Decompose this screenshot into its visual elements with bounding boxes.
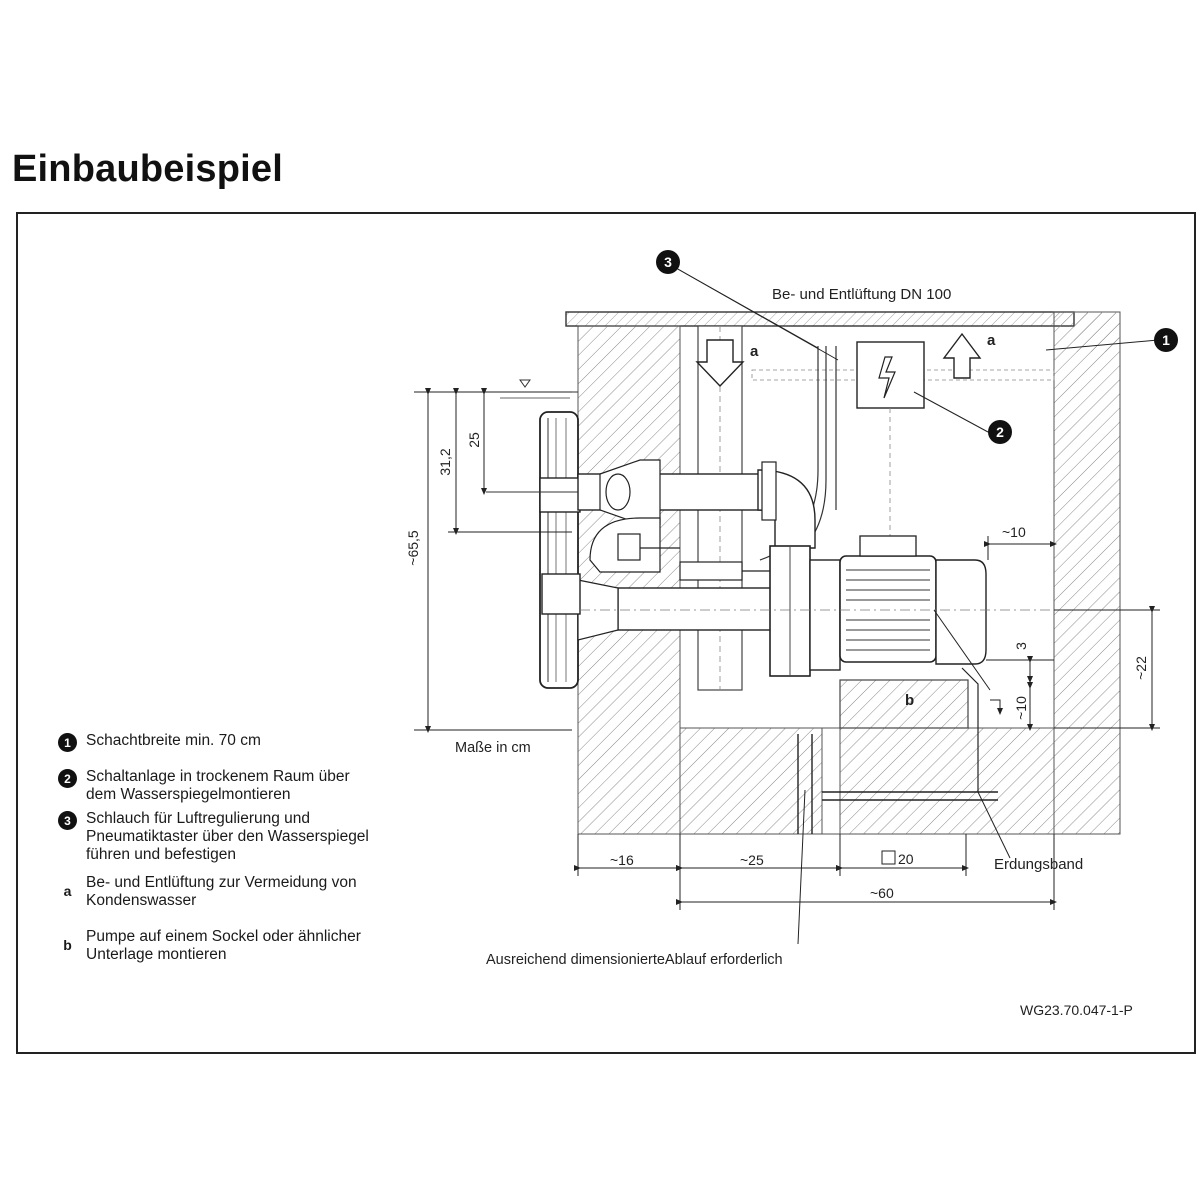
pneumatic-switch-housing <box>541 573 581 615</box>
pressure-pipe <box>617 587 773 631</box>
legend-text-line: dem Wasserspiegelmontieren <box>86 786 291 803</box>
page-title: Einbaubeispiel <box>12 148 283 190</box>
dim-3: 3 <box>1013 642 1029 650</box>
pump-motor <box>839 555 937 663</box>
vent-arrow-down <box>695 339 745 388</box>
lightning-icon <box>878 356 896 399</box>
pump-pedestal <box>839 679 969 729</box>
ground-strap-label: Erdungsband <box>994 856 1083 873</box>
legend-letter-key: a <box>63 883 72 899</box>
dim-10-low: ~10 <box>1013 696 1029 720</box>
callout-3-badge <box>656 250 680 274</box>
dim-65-5: ~65,5 <box>405 530 421 566</box>
dim-22: ~22 <box>1133 656 1149 680</box>
left-wall <box>577 325 681 835</box>
control-box <box>856 341 925 409</box>
legend-text-line: Schachtbreite min. 70 cm <box>86 732 261 749</box>
right-wall <box>1053 311 1121 835</box>
letter-b: b <box>905 692 914 709</box>
legend-number-badge: 2 <box>58 769 77 788</box>
nozzle-face-plate <box>539 411 579 689</box>
legend-number-badge: 1 <box>58 733 77 752</box>
motor-fan-cover <box>935 559 987 665</box>
dim-16: ~16 <box>610 852 634 868</box>
letter-a-left: a <box>750 343 759 360</box>
callout-1-text: 1 <box>1162 332 1170 348</box>
callout-2-badge <box>988 420 1012 444</box>
dim-25-vertical: 25 <box>466 432 482 448</box>
callout-3-text: 3 <box>664 254 672 270</box>
dim-25-horizontal: ~25 <box>740 852 764 868</box>
vent-label: Be- und Entlüftung DN 100 <box>772 286 951 303</box>
sump-pit <box>821 727 841 835</box>
dim-31-2: 31,2 <box>437 448 453 475</box>
ceiling-slab <box>565 311 1075 327</box>
drawing-id: WG23.70.047-1-P <box>1020 1002 1133 1018</box>
legend-text-line: Pumpe auf einem Sockel oder ähnlicher <box>86 928 361 945</box>
legend-text-line: führen und befestigen <box>86 846 236 863</box>
ceiling-block-right <box>1074 312 1120 352</box>
callout-2-text: 2 <box>996 424 1004 440</box>
vent-arrow-up <box>942 332 982 379</box>
legend-text-line: Pneumatiktaster über den Wasserspiegel <box>86 828 369 845</box>
square-dim-symbol <box>881 850 896 865</box>
legend-text-line: Unterlage montieren <box>86 946 227 963</box>
dim-60: ~60 <box>870 885 894 901</box>
callout-1-badge <box>1154 328 1178 352</box>
legend-text-line: Be- und Entlüftung zur Vermeidung von <box>86 874 357 891</box>
legend-text-line: Schlauch für Luftregulierung und <box>86 810 311 827</box>
letter-a-right: a <box>987 332 996 349</box>
floor-slab <box>679 727 1055 835</box>
ground-strap <box>961 667 979 792</box>
legend-number-badge: 3 <box>58 811 77 830</box>
legend-text-line: Schaltanlage in trockenem Raum über <box>86 768 350 785</box>
legend-item-1: 1 Schachtbreite min. 70 cm <box>58 732 446 752</box>
legend-letter-key: b <box>63 937 72 953</box>
dim-10-top: ~10 <box>1002 524 1026 540</box>
drain-note: Ausreichend dimensionierteAblauf erforde… <box>486 952 783 968</box>
jet-nozzle <box>539 477 581 513</box>
units-note: Maße in cm <box>455 740 531 756</box>
dim-20: 20 <box>898 851 914 867</box>
legend-text-line: Kondenswasser <box>86 892 197 909</box>
